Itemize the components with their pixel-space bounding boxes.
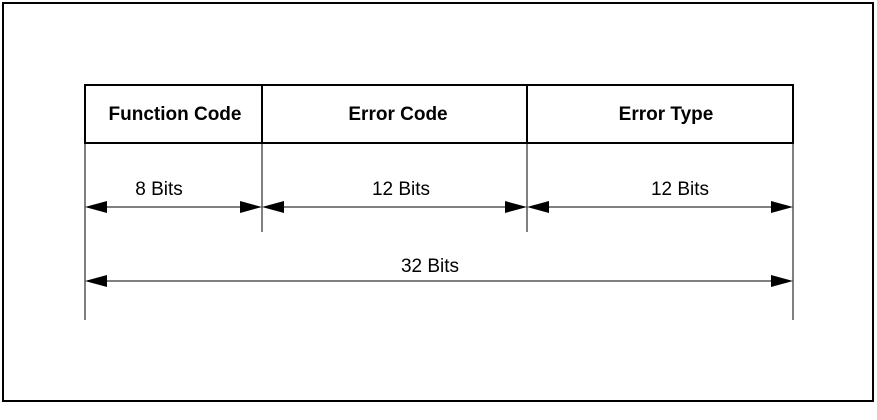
dimension-error-code [262, 201, 527, 213]
width-label-error-code: 12 Bits [372, 179, 430, 200]
dimension-error-type [527, 201, 793, 213]
field-row-outline [84, 84, 794, 144]
arrowhead-right-icon [771, 275, 793, 287]
extension-lines [84, 143, 794, 320]
field-label-error-type: Error Type [619, 104, 714, 125]
width-label-function-code: 8 Bits [135, 179, 183, 200]
width-label-error-type: 12 Bits [651, 179, 709, 200]
field-boxes [84, 84, 794, 144]
arrowhead-left-icon [85, 201, 107, 213]
arrowhead-right-icon [505, 201, 527, 213]
arrowhead-right-icon [240, 201, 262, 213]
diagram-frame [2, 2, 874, 402]
arrowhead-left-icon [262, 201, 284, 213]
field-label-error-code: Error Code [348, 104, 447, 125]
arrowhead-left-icon [85, 275, 107, 287]
arrowhead-left-icon [527, 201, 549, 213]
field-label-function-code: Function Code [109, 104, 242, 125]
total-width-label: 32 Bits [401, 256, 459, 277]
dimension-total [85, 275, 793, 287]
dimension-function-code [85, 201, 262, 213]
arrowhead-right-icon [771, 201, 793, 213]
